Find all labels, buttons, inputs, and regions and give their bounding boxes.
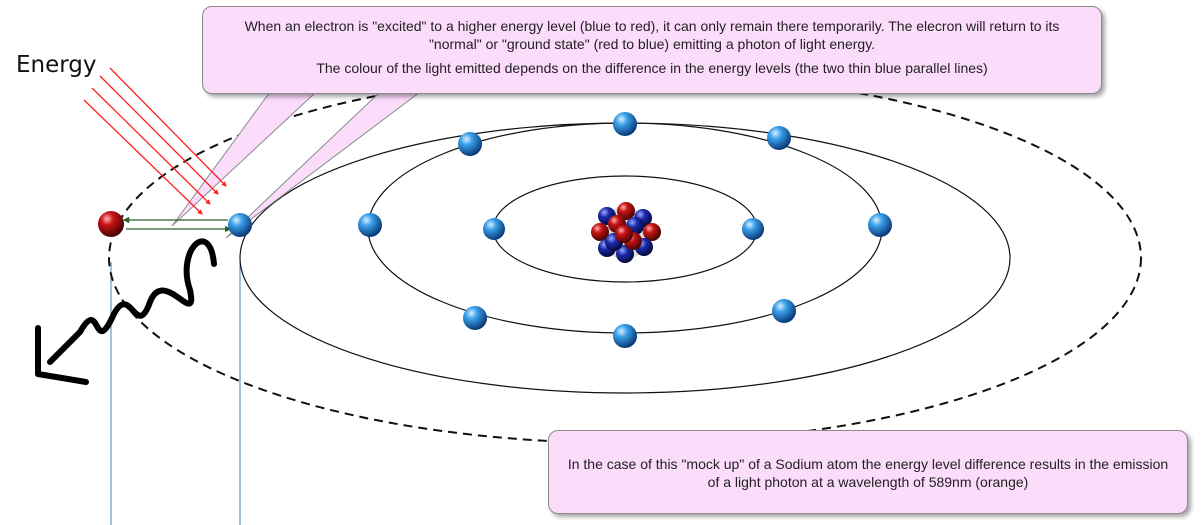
photon-arrowhead [35, 325, 89, 385]
energy-rays [83, 67, 227, 215]
electron [772, 299, 796, 323]
electron [613, 112, 637, 136]
electrons [228, 112, 892, 348]
callout-sodium-note: In the case of this "mock up" of a Sodiu… [548, 430, 1188, 514]
transition-arrow [122, 216, 232, 233]
callout-paragraph: The colour of the light emitted depends … [316, 60, 988, 76]
electron [868, 213, 892, 237]
energy-label: Energy [16, 52, 97, 78]
nucleus [591, 202, 661, 263]
excited-electron [98, 211, 124, 237]
callout-paragraph: When an electron is "excited" to a highe… [244, 18, 1060, 52]
electron [458, 132, 482, 156]
electron [767, 126, 791, 150]
electron [742, 218, 764, 240]
photon-wave [47, 238, 217, 365]
electron [463, 306, 487, 330]
electron [358, 213, 382, 237]
electron [613, 324, 637, 348]
callout-excitation-explanation: When an electron is "excited" to a highe… [202, 6, 1102, 94]
electron [228, 213, 252, 237]
electron [483, 218, 505, 240]
callout-paragraph: In the case of this "mock up" of a Sodiu… [567, 456, 1169, 490]
